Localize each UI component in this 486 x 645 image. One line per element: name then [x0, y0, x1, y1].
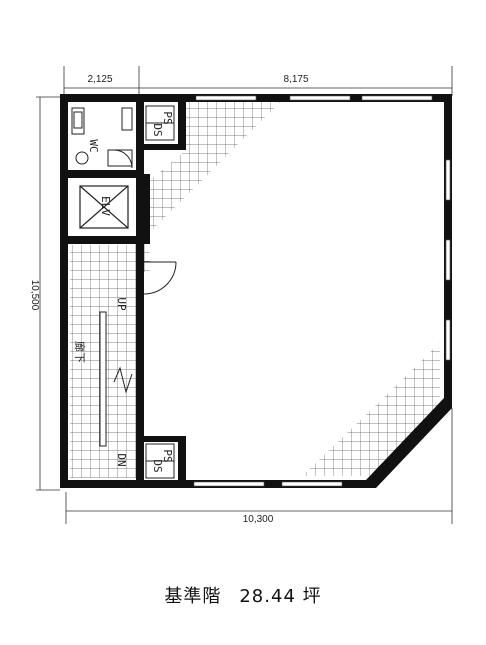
core-walls [68, 102, 186, 480]
floor-label: 基準階 [164, 586, 222, 607]
hatched-zones [70, 102, 440, 478]
dim-top-right: 8,175 [283, 74, 308, 85]
ps-label-top: PS [161, 111, 174, 124]
stair-details [99, 311, 133, 447]
door-swing [143, 261, 177, 295]
elevator-symbol [79, 185, 129, 229]
dim-left: 10,500 [29, 280, 40, 311]
dim-top-left: 2,125 [87, 74, 112, 85]
corridor-label: 廊下 [73, 341, 87, 363]
ds-label-bottom: DS [151, 459, 164, 472]
elv-label: ELV [99, 196, 112, 216]
ps-label-bottom: PS [161, 449, 174, 462]
dim-bottom: 10,300 [243, 514, 274, 525]
ps-ds-shafts [145, 105, 175, 479]
dimension-lines [36, 66, 453, 524]
ds-label-top: DS [151, 123, 164, 136]
windows [193, 95, 451, 487]
wc-label: WC [87, 139, 100, 152]
up-label: UP [115, 297, 128, 311]
floor-caption: 基準階 28.44 坪 [0, 582, 486, 608]
dn-label: DN [115, 453, 128, 466]
wc-fixtures [71, 107, 133, 169]
floor-area: 28.44 坪 [239, 586, 322, 607]
